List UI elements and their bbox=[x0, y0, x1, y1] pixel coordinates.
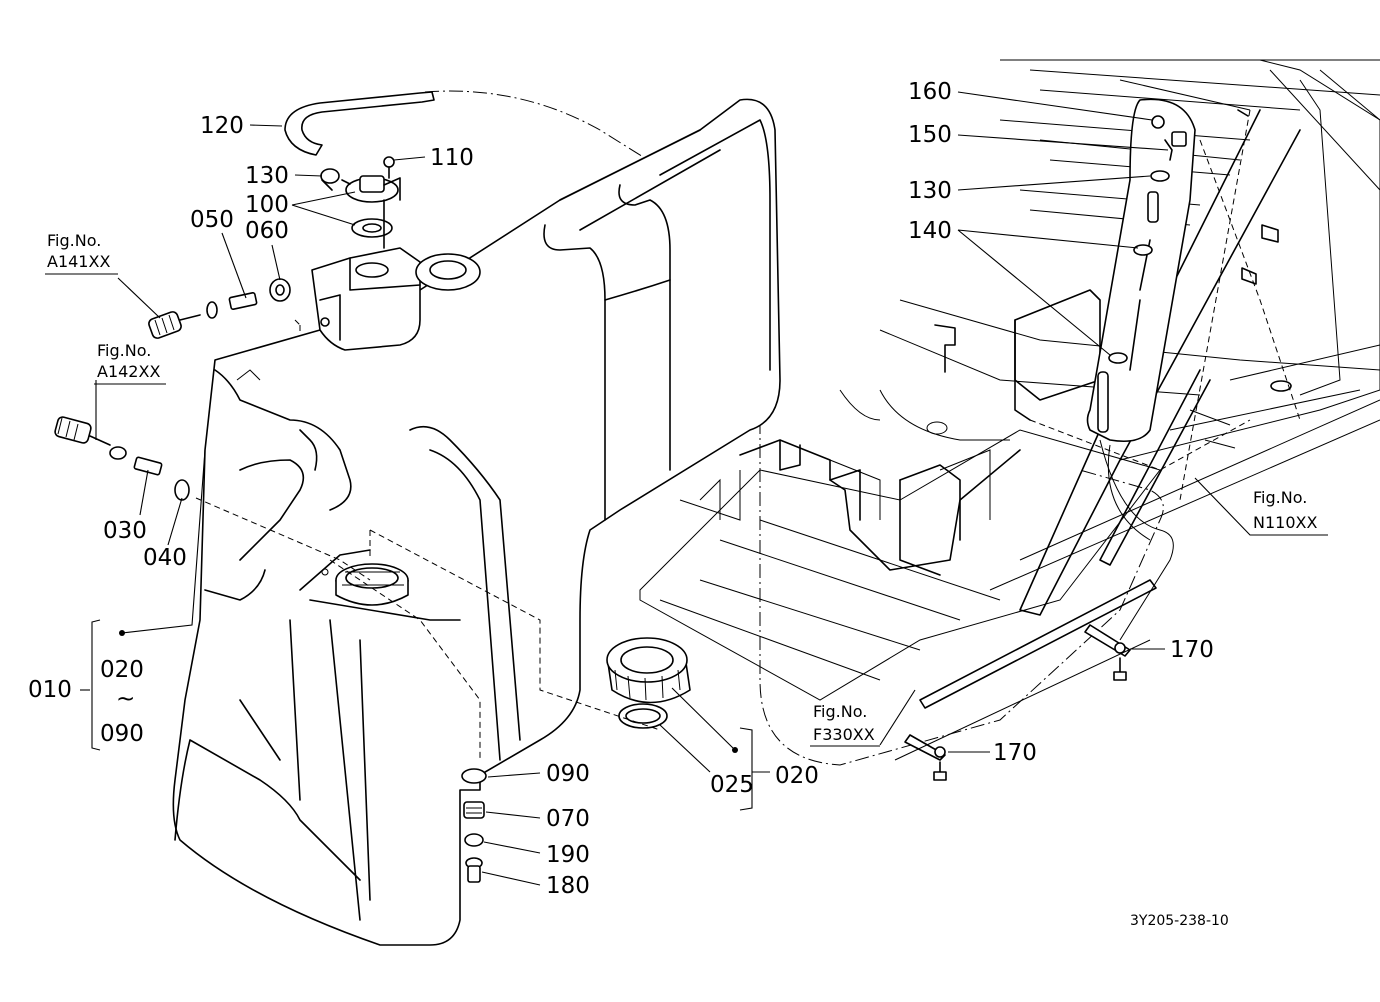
fig-ref-a141-label: Fig.No. bbox=[47, 231, 101, 250]
label-140: 140 bbox=[908, 218, 952, 244]
fig-ref-n110-code: N110XX bbox=[1253, 513, 1317, 532]
label-040: 040 bbox=[143, 545, 187, 571]
drain-assembly bbox=[461, 768, 487, 883]
label-030: 030 bbox=[103, 518, 147, 544]
fig-ref-f330[interactable]: Fig.No. F330XX bbox=[810, 702, 880, 747]
label-100: 100 bbox=[245, 192, 289, 218]
fuel-tank bbox=[172, 98, 781, 946]
label-090: 090 bbox=[546, 761, 590, 787]
label-110: 110 bbox=[430, 145, 474, 171]
label-190: 190 bbox=[546, 842, 590, 868]
label-160: 160 bbox=[908, 79, 952, 105]
label-180: 180 bbox=[546, 873, 590, 899]
part-labels: 120 130 110 100 050 060 030 040 010 020 … bbox=[28, 79, 1214, 899]
fig-ref-f330-label: Fig.No. bbox=[813, 702, 867, 721]
label-130-right: 130 bbox=[908, 178, 952, 204]
right-clamps bbox=[1097, 109, 1249, 433]
label-050: 050 bbox=[190, 207, 234, 233]
label-130-left: 130 bbox=[245, 163, 289, 189]
fig-ref-a141[interactable]: Fig.No. A141XX bbox=[45, 231, 118, 275]
figure-references: Fig.No. A141XX Fig.No. A142XX Fig.No. N1… bbox=[45, 231, 1317, 747]
drawing-code: 3Y205-238-10 bbox=[1130, 913, 1229, 929]
left-fittings bbox=[54, 278, 291, 501]
fig-ref-a142[interactable]: Fig.No. A142XX bbox=[94, 341, 166, 385]
label-020-range-start: 020 bbox=[100, 657, 144, 683]
label-170-lower: 170 bbox=[993, 740, 1037, 766]
hose-guard-assembly bbox=[1086, 98, 1196, 641]
label-090-range-end: 090 bbox=[100, 721, 144, 747]
label-170-upper: 170 bbox=[1170, 637, 1214, 663]
label-010: 010 bbox=[28, 677, 72, 703]
floor-plate bbox=[639, 289, 1161, 701]
label-range-tilde: ~ bbox=[116, 686, 135, 712]
label-025: 025 bbox=[710, 772, 754, 798]
floor-boundary-line bbox=[759, 420, 1164, 766]
fig-ref-n110-label: Fig.No. bbox=[1253, 488, 1307, 507]
label-120: 120 bbox=[200, 113, 244, 139]
fig-ref-a141-code: A141XX bbox=[47, 252, 110, 271]
fig-ref-a142-label: Fig.No. bbox=[97, 341, 151, 360]
footstep-brackets bbox=[894, 579, 1157, 781]
label-150: 150 bbox=[908, 122, 952, 148]
fig-ref-f330-code: F330XX bbox=[813, 725, 875, 744]
frame-background bbox=[879, 59, 1380, 616]
fig-ref-n110[interactable]: Fig.No. N110XX bbox=[1253, 488, 1317, 532]
fuel-cap-assembly bbox=[606, 637, 691, 729]
sender-assembly bbox=[284, 91, 435, 249]
leader-lines bbox=[80, 91, 1328, 886]
label-070: 070 bbox=[546, 806, 590, 832]
label-060: 060 bbox=[245, 218, 289, 244]
fig-ref-a142-code: A142XX bbox=[97, 362, 160, 381]
tank-boundary-line bbox=[424, 90, 761, 420]
label-020: 020 bbox=[775, 763, 819, 789]
